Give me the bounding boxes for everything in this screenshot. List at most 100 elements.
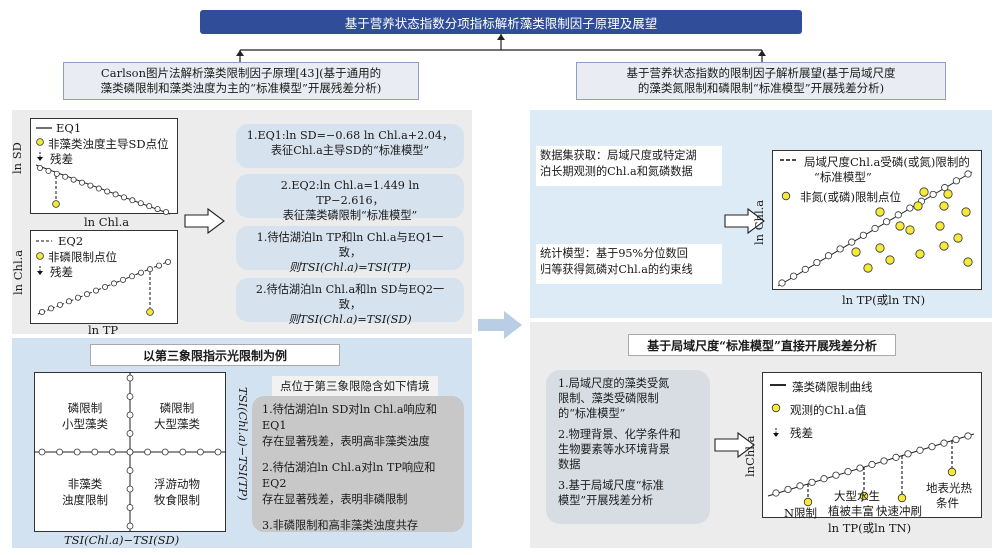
plot2-points [38, 258, 171, 316]
plot4-ann-plant2: 植被丰富 [828, 504, 874, 518]
dataset-box: 数据集获取：局域尺度或特定湖 泊长期观测的Chl.a和氮磷数据 [536, 146, 722, 186]
quadrant-ylabel: TSI(Chl.a)−TSI(TP) [236, 387, 250, 501]
line-point [112, 191, 119, 198]
hollow-arrow-right [184, 207, 225, 235]
plot3-svg [777, 159, 973, 287]
line-point [146, 203, 153, 210]
plot4-legend-point: 观测的Chl.a值 [790, 403, 867, 417]
scatter-point [875, 243, 885, 253]
line-point [832, 471, 840, 479]
left-header: Carlson图片法解析藻类限制因子原理[43](基于通用的 藻类磷限制和藻类浊… [63, 62, 419, 100]
line-point [871, 224, 879, 233]
q-tr-line2: 大型藻类 [154, 417, 200, 431]
line-point [848, 238, 856, 246]
eq1-line2: 表征Chl.a主导SD的“标准模型” [270, 144, 430, 157]
line-point [796, 482, 804, 490]
plot2-legend-line: EQ2 [58, 234, 84, 248]
scatter-point [963, 257, 973, 267]
axis-dot [126, 522, 134, 530]
line-point [62, 173, 69, 180]
line-point [121, 194, 128, 201]
plot4-ylabel: lnChl.a [743, 435, 757, 477]
quadrant-bottom-right: 浮游动物 牧食限制 [142, 476, 212, 508]
plot3-scatter [851, 187, 973, 273]
left-header-line1: Carlson图片法解析藻类限制因子原理[43](基于通用的 [100, 66, 382, 80]
note2-line1: 2.待估湖泊ln Chl.a对ln TP响应和EQ2 [262, 461, 436, 490]
residual-header: 基于局域尺度“标准模型”直接开展残差分析 [628, 334, 896, 356]
list2-line3: 数据 [558, 458, 581, 471]
cond1-line1: 1.待估湖泊ln TP和ln Chl.a与EQ1一致， [256, 231, 444, 259]
right-header-line1: 基于营养状态指数的限制因子解析展望(基于局域尺度 [626, 66, 896, 80]
eq-box-2: 2.EQ2:ln Chl.a=1.449 ln TP−2.616， 表征藻类磷限… [236, 174, 464, 222]
line-point [37, 165, 43, 172]
line-point [880, 457, 888, 465]
plot4-ann-flush: 快速冲刷 [876, 504, 922, 518]
line-point [95, 185, 102, 192]
line-point [79, 179, 86, 186]
stat-line2: 归等获得氮磷对Chl.a的约束线 [540, 263, 693, 276]
line-point [824, 252, 833, 260]
plot4-xlabel: ln TP(或ln TN) [828, 521, 912, 535]
quadrant-axes [34, 372, 226, 532]
axis-dot [109, 448, 116, 456]
line-point [844, 468, 852, 476]
scatter-point [919, 187, 929, 197]
line-point [813, 258, 821, 267]
plot2-legend-arrow: 残差 [50, 265, 73, 279]
plot3-legend-point: 非氮(或磷)限制点位 [800, 190, 901, 204]
residual-hollow-arrow [714, 431, 755, 459]
scatter-point [935, 221, 945, 231]
scatter-point [863, 263, 873, 273]
scatter-point [851, 247, 861, 257]
cond2-line1: 2.待估湖泊ln Chl.a和ln SD与EQ2一致， [255, 283, 445, 311]
plot4-ann-n: N限制 [784, 506, 818, 520]
quadrant-xlabel: TSI(Chl.a)−TSI(SD) [64, 533, 180, 547]
scatter-point [939, 201, 949, 211]
stat-line1: 统计模型：基于95%分位数回 [540, 247, 688, 260]
line-point [772, 489, 780, 497]
plot4-legend-line: 藻类磷限制曲线 [792, 380, 873, 394]
plot4-legend-arrow: 残差 [790, 426, 813, 440]
plot3-ylabel: ln Chl.a [752, 199, 766, 245]
line-point [129, 273, 136, 280]
axis-dot [126, 448, 134, 456]
axis-dot [126, 374, 134, 382]
list1-line2: 限制、藻类受磷限制 [558, 392, 659, 405]
scatter-point [915, 249, 925, 259]
line-point [147, 266, 154, 273]
line-point [154, 206, 161, 213]
scatter-point [943, 189, 953, 199]
line-point [137, 200, 144, 207]
line-point [906, 204, 914, 212]
cond-box-1: 1.待估湖泊ln TP和ln Chl.a与EQ1一致， 则TSI(Chl.a)=… [236, 226, 464, 274]
plot3-legend-line2: “标准模型” [814, 170, 872, 184]
plot4-ann-geo1: 地表光热 [926, 481, 972, 495]
scatter-point [939, 241, 949, 251]
line-point [859, 231, 867, 239]
axis-dot [126, 393, 134, 400]
line-point [940, 439, 948, 447]
line-point [964, 170, 972, 178]
quadrant-top-right: 磷限制 大型藻类 [142, 400, 212, 432]
note-header: 点位于第三象限隐含如下情境 [272, 376, 438, 396]
scatter-point [885, 255, 895, 265]
line-point [928, 443, 936, 451]
plot3-xlabel: ln TP(或ln TN) [842, 293, 926, 307]
line-point [47, 305, 54, 312]
axis-dot [126, 485, 134, 493]
plot2-ylabel: ln Chl.a [11, 249, 25, 295]
line-point [162, 209, 169, 216]
dataset-line2: 泊长期观测的Chl.a和氮磷数据 [540, 165, 693, 178]
quadrant-dots [38, 374, 222, 530]
quadrant-top-left: 磷限制 小型藻类 [50, 400, 120, 432]
quadrant-bottom-left: 非藻类 浊度限制 [50, 476, 120, 508]
line-point [952, 177, 960, 185]
q-bl-line2: 浊度限制 [62, 493, 108, 507]
plot1-svg [35, 127, 171, 216]
line-point [856, 464, 864, 472]
scatter-point [961, 207, 971, 217]
right-header-line2: 的藻类氮限制和磷限制“标准模型”开展残差分析) [637, 81, 885, 95]
axis-dot [196, 448, 204, 456]
plot4-line-points [772, 432, 972, 497]
line-point [916, 446, 924, 454]
